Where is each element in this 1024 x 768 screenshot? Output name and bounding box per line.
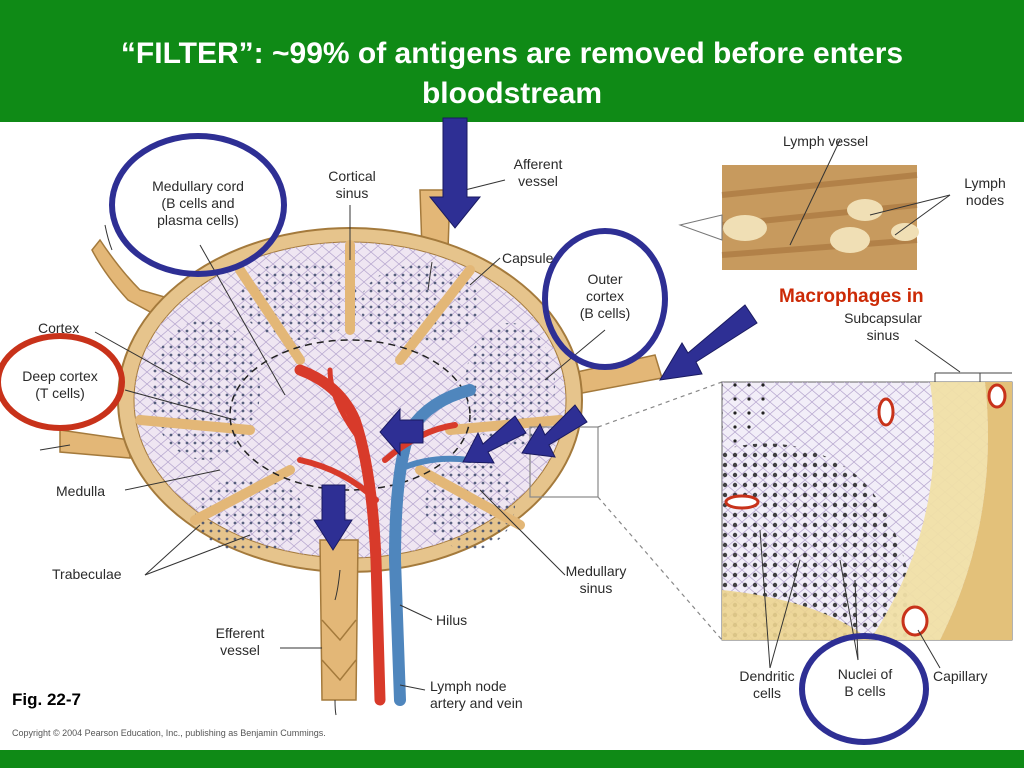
copyright-notice: Copyright © 2004 Pearson Education, Inc.… — [12, 728, 326, 738]
label-hilus: Hilus — [436, 612, 468, 628]
flow-arrows — [313, 117, 758, 551]
label-macrophages: Macrophages in — [779, 286, 924, 307]
efferent-vessel — [319, 539, 359, 701]
label-capillary: Capillary — [933, 668, 988, 684]
slide-title: “FILTER”: ~99% of antigens are removed b… — [20, 34, 1004, 114]
title-line-1: “FILTER”: ~99% of antigens are removed b… — [120, 37, 904, 70]
highlight-circles — [0, 133, 929, 745]
label-medulla: Medulla — [56, 483, 106, 499]
trabeculae — [135, 240, 565, 530]
label-trabeculae: Trabeculae — [52, 566, 122, 582]
footer-bar — [0, 750, 1024, 768]
label-capsule: Capsule — [502, 250, 554, 266]
label-cortex: Cortex — [38, 320, 80, 336]
deep-cortex-boundary — [229, 339, 471, 491]
title-line-2: bloodstream — [421, 77, 603, 110]
lymph-node-photo — [678, 165, 919, 270]
label-deep-cortex: Deep cortex(T cells) — [22, 368, 98, 401]
magnified-inset — [721, 372, 1013, 641]
figure-number: Fig. 22-7 — [12, 690, 81, 709]
title-bar — [0, 0, 1024, 122]
label-lymph-vessel: Lymph vessel — [783, 133, 869, 149]
